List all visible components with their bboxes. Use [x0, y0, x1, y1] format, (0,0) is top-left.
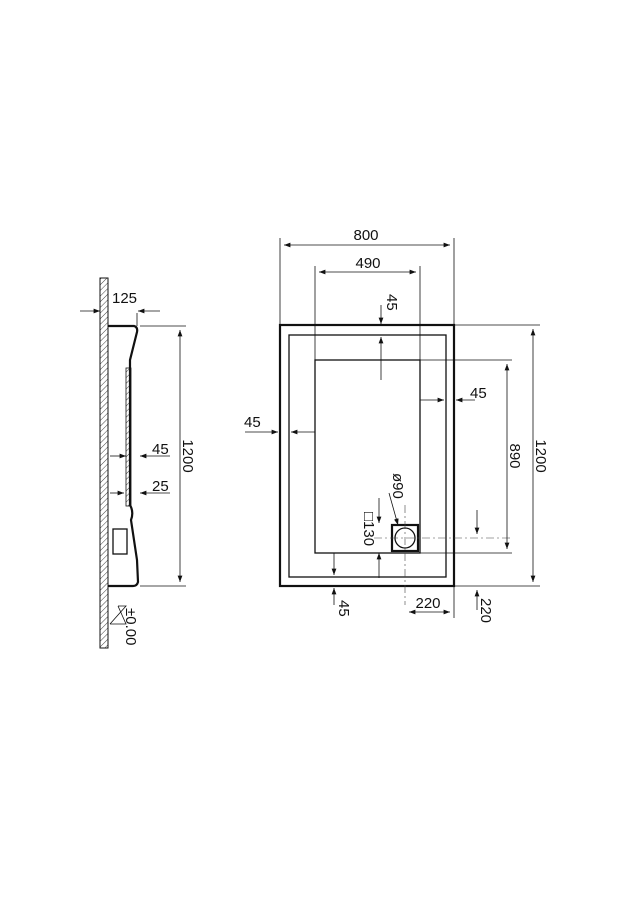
dim-width: 800 — [353, 227, 378, 244]
dim-drain-x: 220 — [415, 595, 440, 612]
dim-right-rim: 45 — [470, 385, 487, 402]
dim-inner-width: 490 — [355, 255, 380, 272]
level-label: ±0.00 — [122, 608, 139, 645]
tray-basin — [314, 359, 421, 554]
dim-25-side: 25 — [152, 478, 169, 495]
dim-drain-y: 220 — [477, 598, 494, 623]
dim-offset: 125 — [112, 290, 137, 307]
side-view: 125 1200 45 25 ±0.00 — [80, 277, 196, 649]
dim-top-rim: 45 — [383, 294, 400, 311]
level-marker-icon — [109, 605, 127, 625]
drain-trap — [112, 528, 128, 555]
plan-view: 800 490 45 45 45 45 890 1200 220 — [244, 227, 549, 623]
tray-grid-section — [125, 367, 132, 507]
drain-diameter: ø90 — [389, 473, 406, 499]
drain-square-size: □130 — [360, 512, 377, 546]
dim-45-side: 45 — [152, 441, 169, 458]
dim-inner-height: 890 — [506, 443, 523, 468]
dim-left-rim: 45 — [244, 414, 261, 431]
wall-section — [99, 277, 109, 649]
dim-bottom-rim: 45 — [335, 600, 352, 617]
dim-height: 1200 — [532, 439, 549, 472]
tray-rim — [288, 334, 447, 578]
dim-height-side: 1200 — [179, 439, 196, 472]
tray-profile — [108, 324, 140, 588]
tray-outline — [278, 323, 456, 588]
